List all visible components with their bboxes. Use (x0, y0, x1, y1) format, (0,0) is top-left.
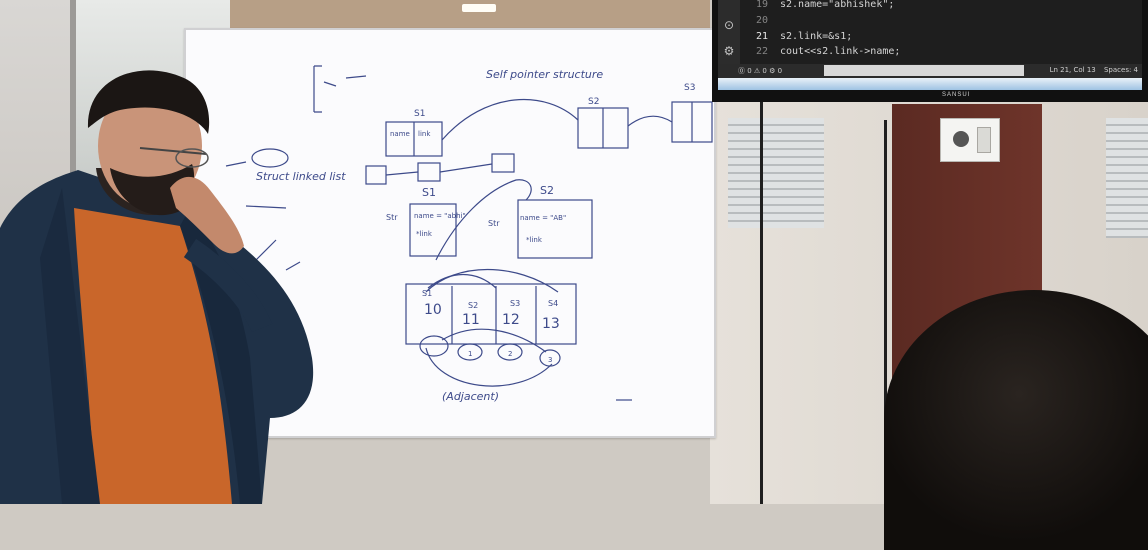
ceiling-light (462, 4, 496, 12)
field-label: name = "AB" (520, 214, 566, 222)
code-text: cout<<s2.link->name; (780, 46, 901, 57)
array-label: S3 (510, 299, 520, 308)
code-line: 20 (740, 14, 780, 28)
array-label: S1 (422, 289, 432, 298)
struct-label: Str (386, 213, 398, 222)
taskbar-strip (718, 78, 1142, 90)
line-number: 20 (755, 15, 768, 26)
gear-icon[interactable]: ⚙ (723, 44, 735, 58)
plug (953, 131, 969, 147)
search-bar[interactable] (824, 65, 1024, 76)
whiteboard-drawing: Self pointer structure Struct linked lis… (225, 65, 713, 403)
array-value: 11 (462, 312, 480, 328)
cursor-position[interactable]: Ln 21, Col 13 (1049, 66, 1096, 74)
header-note: Self pointer structure (486, 68, 603, 81)
code-editor-screen: ⊙ ⚙ 19 s2.name="abhishek"; 20 21 s2.link=&… (718, 0, 1142, 78)
ring-number: 3 (548, 356, 552, 364)
window-blind (728, 118, 824, 228)
debug-icon[interactable]: ⊙ (723, 18, 735, 32)
window-blind-right (1106, 118, 1148, 238)
node-label: S1 (422, 186, 436, 199)
switch (977, 127, 991, 153)
tv-monitor: ⊙ ⚙ 19 s2.name="abhishek"; 20 21 s2.link=&… (712, 0, 1148, 102)
wall-socket (940, 118, 1000, 162)
node-label: S1 (414, 109, 425, 119)
cable (760, 100, 763, 504)
node-label: S2 (540, 184, 554, 197)
node-label: S3 (684, 83, 695, 93)
array-value: 12 (502, 312, 520, 328)
activity-bar: ⊙ ⚙ (718, 0, 740, 64)
field-label: name = "abhi" (414, 212, 466, 220)
left-note: Struct linked list (256, 170, 346, 183)
line-number: 21 (755, 31, 768, 42)
code-text: s2.link=&s1; (780, 31, 853, 42)
code-line: 22 cout<<s2.link->name; (740, 45, 900, 59)
ring-number: 2 (508, 350, 512, 358)
status-bar: ⓪ 0 ⚠ 0 ⚙ 0 Ln 21, Col 13 Spaces: 4 (718, 64, 1142, 78)
bottom-note: (Adjacent) (442, 390, 499, 403)
array-value: 10 (424, 302, 442, 318)
line-number: 19 (755, 0, 768, 10)
line-number: 22 (755, 46, 768, 57)
indent-setting[interactable]: Spaces: 4 (1103, 66, 1138, 74)
code-line: 19 s2.name="abhishek"; (740, 0, 894, 12)
array-label: S4 (548, 299, 558, 308)
ring-number: 1 (468, 350, 472, 358)
problems-indicator[interactable]: ⓪ 0 ⚠ 0 ⚙ 0 (738, 67, 783, 75)
node-label: S2 (588, 97, 599, 107)
monitor-brand: SANSUI (942, 92, 971, 98)
status-right: Ln 21, Col 13 Spaces: 4 (1044, 66, 1138, 74)
array-value: 13 (542, 316, 560, 332)
code-line: 21 s2.link=&s1; (740, 30, 852, 44)
array-label: S2 (468, 301, 478, 310)
code-text: s2.name="abhishek"; (780, 0, 895, 10)
presenter (0, 70, 314, 504)
cable (884, 120, 887, 524)
field-label: *link (416, 230, 433, 238)
field-label: link (418, 130, 431, 138)
field-label: *link (526, 236, 543, 244)
struct-label: Str (488, 219, 500, 228)
field-label: name (390, 130, 410, 138)
